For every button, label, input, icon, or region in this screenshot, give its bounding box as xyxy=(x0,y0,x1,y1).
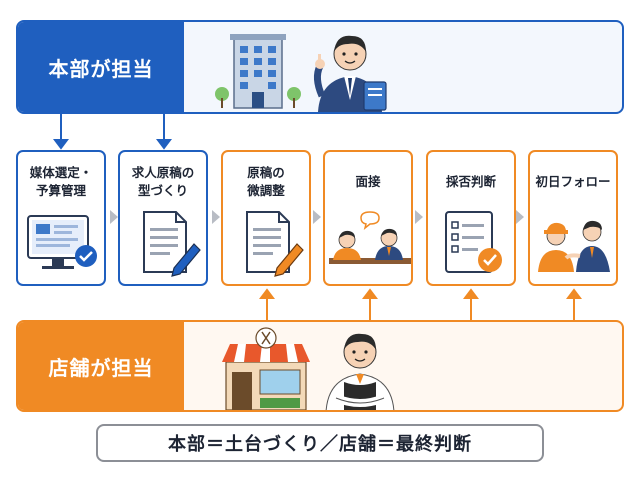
step-title: 採否判断 xyxy=(445,174,496,189)
step-chevron xyxy=(212,210,220,224)
step-title: 面接 xyxy=(355,174,381,189)
document-pen-icon xyxy=(143,211,201,277)
step-title: 初日フォロー xyxy=(535,174,611,189)
step-chevron xyxy=(516,210,524,224)
store-up-arrow xyxy=(362,288,378,320)
store-up-arrow xyxy=(259,288,275,320)
step-chevron xyxy=(415,210,423,224)
office-building-icon xyxy=(215,34,301,109)
step-title: 原稿の 微調整 xyxy=(247,165,285,198)
step-chevron xyxy=(110,210,118,224)
step-chevron xyxy=(313,210,321,224)
interview-icon xyxy=(329,211,411,264)
step-interview: 面接 xyxy=(323,150,413,286)
store-illustration xyxy=(222,327,395,410)
hq-illustration xyxy=(215,34,387,112)
step-title: 求人原稿の 型づくり xyxy=(131,165,195,198)
shop-owner-icon xyxy=(325,333,395,410)
summary-caption: 本部＝土台づくり／店舗＝最終判断 xyxy=(96,424,544,462)
store-band-label: 店舗が担当 xyxy=(18,322,184,410)
store-up-arrow xyxy=(566,288,582,320)
hq-band-label: 本部が担当 xyxy=(18,22,184,112)
businessman-icon xyxy=(313,35,387,112)
step-first-day-followup: 初日フォロー xyxy=(528,150,618,286)
step-ad-adjustment: 原稿の 微調整 xyxy=(221,150,311,286)
step-job-ad-template: 求人原稿の 型づくり xyxy=(118,150,208,286)
step-media-budget: 媒体選定・ 予算管理 xyxy=(16,150,106,286)
step-title: 媒体選定・ 予算管理 xyxy=(29,165,93,198)
step-hiring-decision: 採否判断 xyxy=(426,150,516,286)
hq-down-arrow xyxy=(53,114,69,150)
onboarding-icon xyxy=(538,220,610,272)
store-up-arrow xyxy=(463,288,479,320)
hq-down-arrow xyxy=(156,114,172,150)
checklist-icon xyxy=(445,211,502,273)
monitor-check-icon xyxy=(27,215,97,269)
document-pen-icon xyxy=(246,211,304,277)
storefront-icon xyxy=(222,327,310,410)
hq-band: 本部が担当 xyxy=(16,20,624,114)
store-band: 店舗が担当 xyxy=(16,320,624,412)
